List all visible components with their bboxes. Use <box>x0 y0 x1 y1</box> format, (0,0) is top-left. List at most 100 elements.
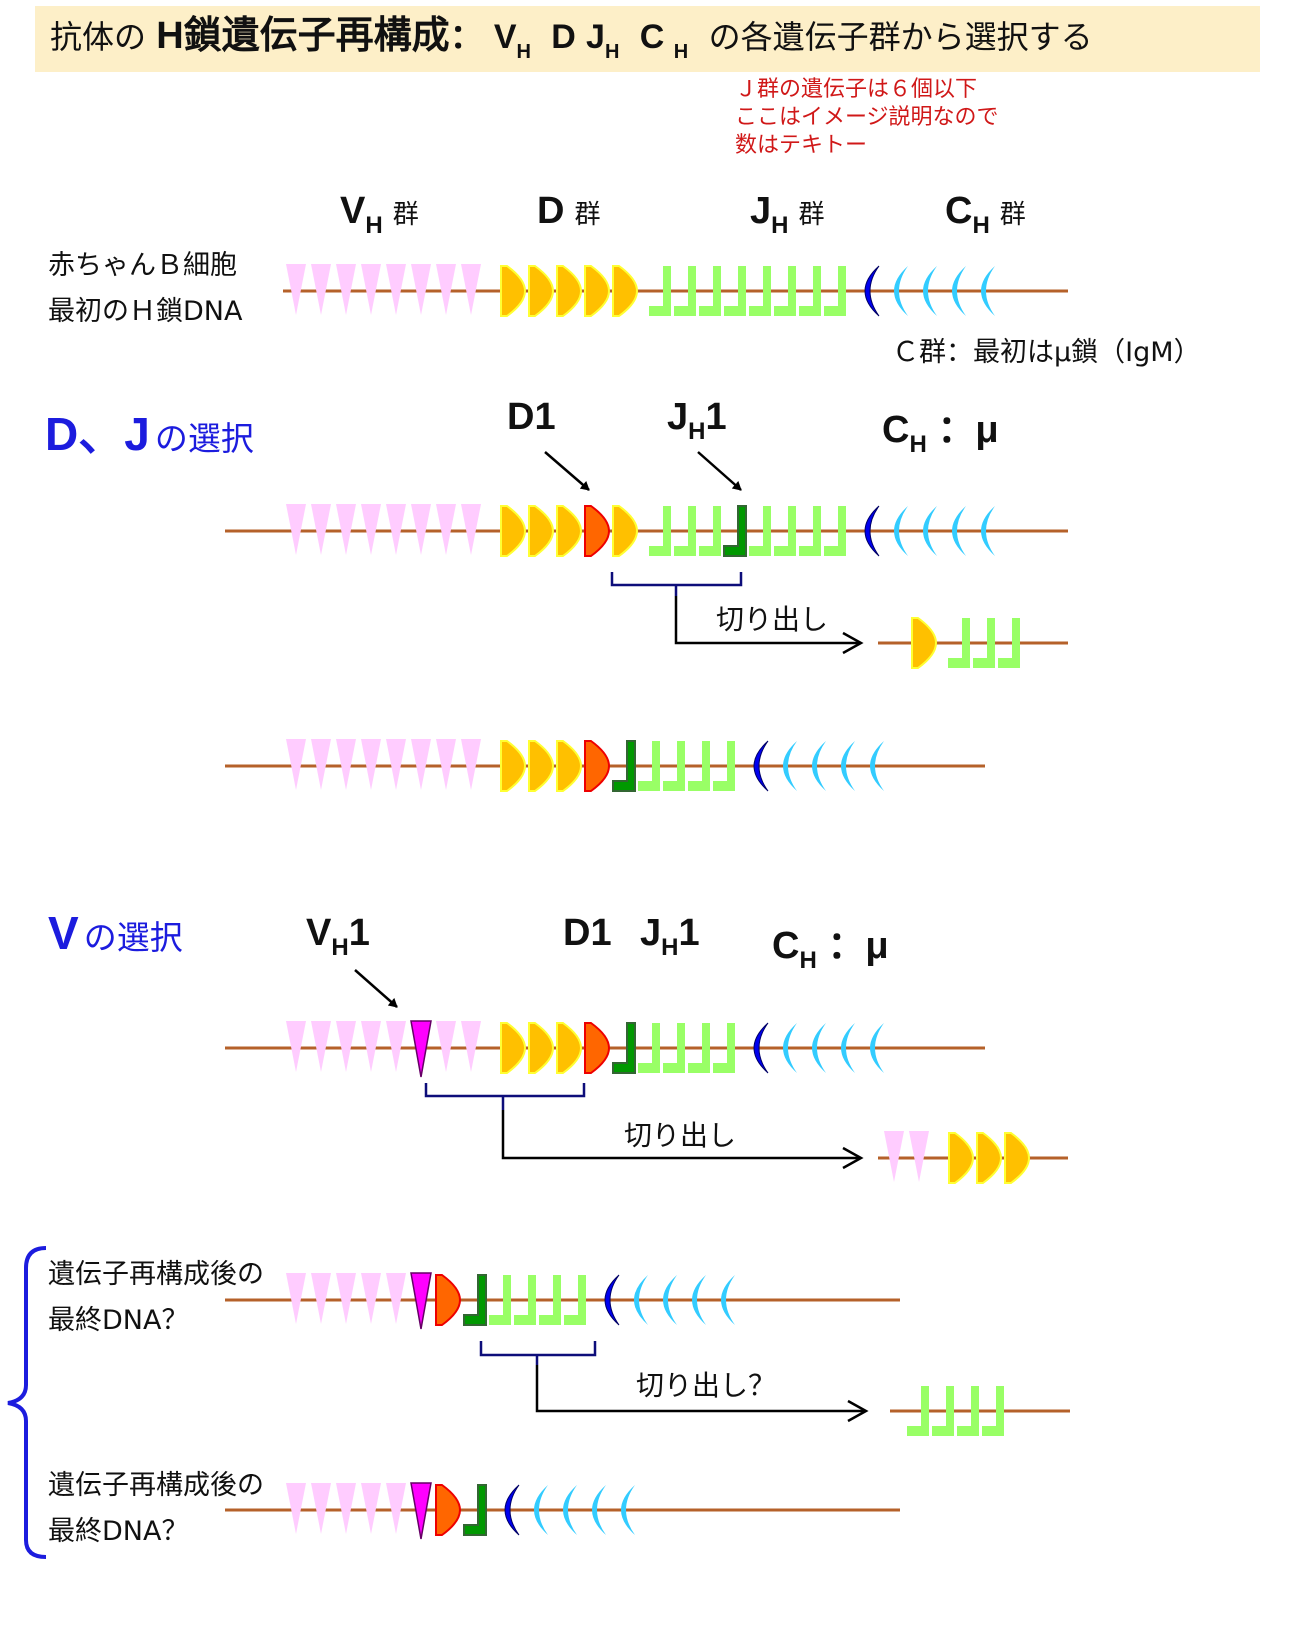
final-excision-arrowhead <box>847 1399 869 1423</box>
v-gene <box>386 504 406 555</box>
c-gene <box>952 266 966 316</box>
c-gene <box>894 266 908 316</box>
d-gene <box>528 1022 555 1074</box>
v-gene <box>361 1273 381 1324</box>
v-gene <box>361 504 381 555</box>
j-gene-selected <box>612 1022 636 1074</box>
c-gene <box>783 741 797 791</box>
title-bold: H鎖遺伝子再構成 <box>156 15 450 57</box>
c-mu-gene <box>753 1022 769 1074</box>
j-gene-selected <box>463 1484 487 1536</box>
v-gene <box>386 264 406 315</box>
v-gene <box>461 739 481 790</box>
j-gene-selected <box>612 740 636 792</box>
v-excised-dna <box>878 1131 1068 1184</box>
j-gene <box>688 741 710 791</box>
v-gene <box>286 504 306 555</box>
dj-jh1-main: J <box>667 396 689 438</box>
c-mu-gene <box>504 1484 520 1536</box>
j-gene <box>674 266 696 316</box>
v-gene <box>336 264 356 315</box>
v-gene <box>461 1021 481 1072</box>
c-mu-gene <box>604 1274 620 1326</box>
v-gene <box>311 739 331 790</box>
j-gene <box>649 506 671 556</box>
v-gene <box>286 1021 306 1072</box>
final-2-dna <box>225 1482 900 1540</box>
v-gene <box>461 504 481 555</box>
c-gene <box>812 1023 826 1073</box>
d-gene <box>556 740 583 792</box>
v-jh1-num: 1 <box>678 912 700 954</box>
final-1-label-line-1: 遺伝子再構成後の <box>48 1259 264 1290</box>
c-gene <box>592 1485 606 1535</box>
j-gene <box>998 618 1020 668</box>
j-gene <box>713 741 735 791</box>
v-ch-rest: ：μ <box>827 925 889 967</box>
j-gene <box>824 266 846 316</box>
dj-ch-rest: ：μ <box>937 409 999 451</box>
v-ch-label: CH ：μ <box>772 914 889 975</box>
d-gene <box>556 265 583 317</box>
v-gene-selected <box>410 1482 432 1540</box>
final-excision-bracket <box>479 1341 597 1365</box>
jh1-pointer-arrow <box>697 451 742 491</box>
c-gene <box>923 266 937 316</box>
d-gene-selected <box>584 505 611 557</box>
j-gene <box>699 506 721 556</box>
final-cut-label: 切り出し？ <box>636 1369 777 1402</box>
d-gene <box>948 1132 975 1184</box>
j-gene <box>957 1386 979 1436</box>
j-gene <box>749 266 771 316</box>
c-gene <box>981 266 995 316</box>
j-gene <box>973 618 995 668</box>
c-mu-gene <box>864 505 880 557</box>
strands-layer <box>225 264 1070 1540</box>
v-excision-bracket <box>424 1083 586 1110</box>
initial-dna <box>283 264 1068 317</box>
v-gene <box>386 1273 406 1324</box>
dj-jh1-num: 1 <box>705 396 727 438</box>
c-gene <box>534 1485 548 1535</box>
v-gene <box>411 264 431 315</box>
v-gene <box>361 264 381 315</box>
c-group-note: Ｃ群：最初はμ鎖（IgM） <box>892 337 1201 368</box>
title-c: C H <box>640 18 688 63</box>
final-2-label-line-2: 最終DNA？ <box>48 1516 189 1547</box>
d-gene-selected <box>435 1484 462 1536</box>
c-gene <box>721 1275 735 1325</box>
j-gene <box>824 506 846 556</box>
d-gene-selected <box>435 1274 462 1326</box>
d-gene <box>911 617 938 669</box>
j-gene <box>564 1275 586 1325</box>
c-gene <box>981 506 995 556</box>
note-line-1: Ｊ群の遺伝子は６個以下 <box>735 77 978 102</box>
dj-excision-arrow <box>674 596 860 645</box>
c-gene <box>841 741 855 791</box>
section-dj-big: D、J <box>45 408 150 460</box>
c-gene <box>952 506 966 556</box>
v-vh1-label: VH1 <box>306 912 370 962</box>
vh-kanji: 群 <box>392 200 419 230</box>
d-gene <box>976 1132 1003 1184</box>
d-kanji: 群 <box>574 200 601 230</box>
c-mu-gene <box>753 740 769 792</box>
v-vh1-sub: H <box>331 934 349 961</box>
jh-sub: H <box>771 212 789 239</box>
c-gene <box>870 1023 884 1073</box>
dj-after-dna <box>225 739 985 792</box>
final-excision-arrow <box>535 1365 865 1413</box>
v-excision-arrowhead <box>842 1146 864 1170</box>
v-ch-main: C <box>772 925 800 967</box>
j-gene <box>774 506 796 556</box>
title-suffix: の各遺伝子群から選択する <box>708 18 1093 56</box>
d-gene <box>500 740 527 792</box>
j-gene <box>539 1275 561 1325</box>
dj-d1-label: D1 <box>507 396 556 438</box>
j-gene <box>489 1275 511 1325</box>
j-gene-selected <box>463 1274 487 1326</box>
section-dj-title: D、J の選択 <box>45 398 254 464</box>
j-count-note: Ｊ群の遺伝子は６個以下 ここはイメージ説明なので 数はテキトー <box>735 76 999 160</box>
v-gene <box>311 504 331 555</box>
